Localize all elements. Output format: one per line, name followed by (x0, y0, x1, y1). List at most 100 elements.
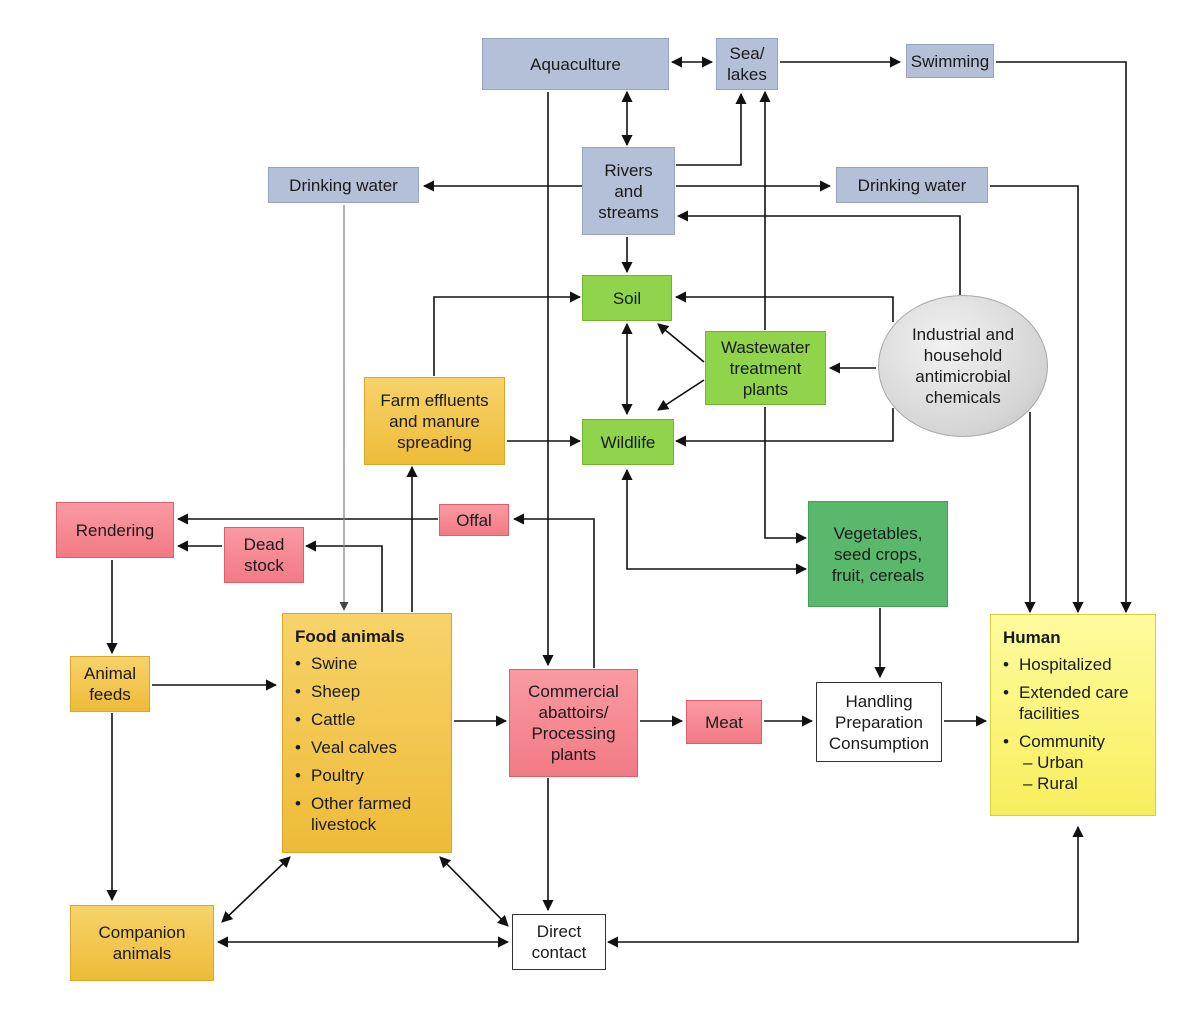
food-animals-item-label: Cattle (311, 710, 356, 729)
node-handling-line-1: Handling (845, 691, 913, 711)
node-farm-effluents-line-3: spreading (397, 432, 472, 452)
bullet-icon: • (1003, 732, 1009, 751)
food-animals-item-poultry: • Poultry (295, 765, 364, 786)
node-drinking-water-right-label: Drinking water (857, 175, 967, 195)
node-industrial-line-1: Industrial and (911, 325, 1015, 344)
bullet-icon: • (1003, 655, 1009, 674)
node-sea-lakes: Sea/ lakes (716, 38, 778, 90)
human-item-label: Community (1019, 732, 1105, 751)
node-direct-contact: Direct contact (512, 914, 606, 970)
arrow-industrial-soil (674, 291, 894, 322)
node-swimming-label: Swimming (910, 51, 990, 71)
node-rendering-label: Rendering (75, 520, 155, 540)
node-dead-stock-line-2: stock (244, 556, 284, 575)
human-item-rural: – Rural (1023, 774, 1078, 793)
arrow-direct-contact-human (606, 825, 1084, 948)
food-animals-item-label: Other farmed (311, 794, 412, 813)
node-handling: Handling Preparation Consumption (816, 682, 942, 762)
arrow-wastewater-wildlife (657, 379, 705, 411)
human-item-hospitalized: • Hospitalized (1003, 654, 1112, 675)
node-vegetables-line-1: Vegetables, (833, 523, 923, 543)
node-rendering: Rendering (56, 502, 174, 558)
food-animals-item-label: Sheep (311, 682, 361, 701)
node-animal-feeds-line-2: feeds (89, 685, 131, 704)
node-dead-stock-line-1: Dead (243, 535, 285, 554)
node-swimming: Swimming (906, 44, 994, 78)
node-rivers-line-3: streams (598, 202, 659, 222)
human-item-extended-care: • Extended care (1003, 682, 1129, 703)
arrow-wastewater-soil (657, 323, 705, 363)
bullet-icon: • (295, 682, 301, 701)
bullet-icon: • (295, 710, 301, 729)
node-vegetables-line-2: seed crops, (834, 544, 922, 564)
node-offal-label: Offal (456, 510, 492, 530)
node-industrial-line-4: chemicals (925, 388, 1001, 407)
arrow-food-animals-dead-stock (304, 540, 383, 612)
food-animals-item-label: Poultry (311, 766, 364, 785)
node-abattoirs-line-4: plants (550, 745, 597, 764)
human-item-urban: – Urban (1023, 753, 1084, 772)
node-human: Human •Hospitalized •Extended care facil… (990, 614, 1156, 816)
node-wastewater-line-2: treatment (729, 358, 802, 378)
arrow-wastewater-vegetables (764, 407, 808, 544)
node-direct-contact-line-2: contact (531, 943, 587, 962)
arrow-farm-effluents-soil (433, 291, 582, 376)
bullet-icon: • (1003, 683, 1009, 702)
node-drinking-water-left-label: Drinking water (289, 175, 398, 195)
node-abattoirs-line-1: Commercial (528, 682, 619, 701)
arrow-rivers-sea-lakes (676, 92, 747, 166)
node-soil-label: Soil (612, 288, 642, 308)
node-wastewater-line-1: Wastewater (720, 337, 811, 357)
node-drinking-water-left: Drinking water (268, 167, 419, 203)
human-item-community: • Community (1003, 731, 1105, 752)
node-sea-lakes-line-2: lakes (727, 65, 767, 84)
node-companion-line-2: animals (112, 944, 172, 963)
node-abattoirs-line-2: abattoirs/ (538, 703, 609, 722)
node-industrial-line-2: household (923, 346, 1003, 365)
node-wildlife: Wildlife (582, 419, 674, 465)
human-item-label: Hospitalized (1019, 655, 1112, 674)
food-animals-item-other-cont: livestock (311, 815, 377, 834)
food-animals-item-label: Veal calves (311, 738, 397, 757)
bullet-icon: • (295, 738, 301, 757)
node-food-animals: Food animals • Swine • Sheep • Cattle • Veal… (282, 613, 452, 853)
node-animal-feeds: Animal feeds (70, 656, 150, 712)
arrow-swimming-human (996, 61, 1132, 614)
arrow-food-animals-companion (221, 856, 291, 923)
node-rivers-line-2: and (614, 181, 643, 201)
node-wildlife-label: Wildlife (600, 432, 656, 452)
bullet-icon: • (295, 766, 301, 785)
food-animals-item-label: Swine (311, 654, 358, 673)
bullet-icon: • (295, 794, 301, 813)
food-animals-item-cattle: • Cattle (295, 709, 355, 730)
arrow-abattoirs-offal (512, 513, 595, 668)
node-companion-line-1: Companion (98, 923, 186, 942)
human-title: Human (1003, 628, 1061, 647)
food-animals-item-sheep: • Sheep (295, 681, 360, 702)
food-animals-item-swine: • Swine (295, 653, 357, 674)
node-farm-effluents-line-1: Farm effluents (380, 390, 489, 410)
node-aquaculture: Aquaculture (482, 38, 669, 90)
node-vegetables-line-3: fruit, cereals (831, 565, 925, 585)
node-animal-feeds-line-1: Animal (84, 664, 136, 683)
node-industrial-line-3: antimicrobial (915, 367, 1011, 386)
node-farm-effluents-line-2: and manure (389, 411, 480, 431)
node-dead-stock: Dead stock (224, 527, 304, 583)
node-soil: Soil (582, 275, 672, 321)
food-animals-title: Food animals (295, 627, 405, 646)
node-rivers-and-streams: Rivers and streams (582, 147, 675, 235)
bullet-icon: • (295, 654, 301, 673)
arrow-industrial-rivers (676, 210, 961, 295)
food-animals-item-other: • Other farmed (295, 793, 411, 814)
node-meat: Meat (686, 700, 762, 744)
arrow-industrial-wildlife (674, 408, 894, 447)
node-vegetables: Vegetables, seed crops, fruit, cereals (808, 501, 948, 607)
node-meat-label: Meat (705, 712, 743, 732)
human-item-label: Extended care (1019, 683, 1129, 702)
node-handling-line-2: Preparation (835, 712, 923, 732)
node-farm-effluents: Farm effluents and manure spreading (364, 377, 505, 465)
arrow-food-animals-direct-contact (439, 856, 509, 927)
node-wastewater-treatment-plants: Wastewater treatment plants (705, 331, 826, 405)
node-wastewater-line-3: plants (742, 379, 789, 399)
arrow-drinking-water-right-human (990, 185, 1084, 614)
